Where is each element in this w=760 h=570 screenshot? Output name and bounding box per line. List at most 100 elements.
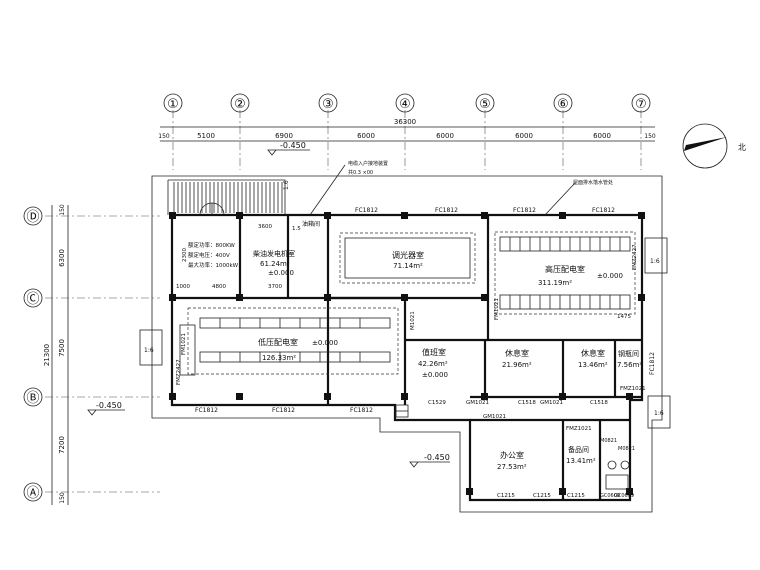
dim-end: 150 [644, 133, 656, 140]
vertical-grid-lines [172, 110, 642, 170]
window-small-4: C1215 [497, 493, 515, 499]
door-fmz-right: FMZ2427 [632, 244, 638, 270]
door-6: M1021 [410, 311, 416, 330]
axis-B: Ⓑ [26, 391, 39, 406]
room-generator-area: 61.24m² [260, 260, 290, 268]
window-bottom-1: FC1812 [195, 407, 218, 414]
window-small-3: C1518 [590, 400, 608, 406]
elevation-markers: -0.450 -0.450 -0.450 [87, 141, 450, 468]
annotations: 电缆入户接地装置 共0.3 ×00 屋面排水落水管处 [309, 160, 613, 216]
window-top-3: FC1812 [513, 207, 536, 214]
room-spare-name: 备品间 [568, 445, 589, 454]
room-tool-area: 7.56m² [617, 361, 642, 369]
elevation-left: -0.450 [96, 401, 122, 410]
ramp-label-1: 1:6 [144, 347, 154, 354]
room-hv-level: ±0.000 [597, 272, 623, 280]
axis-4: ④ [399, 97, 411, 112]
annotation-3: 屋面排水落水管处 [573, 179, 613, 186]
generator-spec-3: 最大功率：1000kW [188, 261, 239, 269]
window-small-6: C1215 [567, 493, 585, 499]
room-rest2-area: 13.46m² [578, 361, 608, 369]
dim-left-1: 150 [59, 204, 66, 216]
axis-1: ① [167, 97, 179, 112]
door-5: FMZ1021 [620, 386, 646, 392]
dim-span-2: 6900 [275, 132, 293, 140]
dim-left-5: 150 [59, 492, 66, 504]
ramp-label-2: 1:6 [650, 258, 660, 265]
dim-left-3: 7500 [58, 339, 66, 357]
window-small-2: C1518 [518, 400, 536, 406]
structural-columns [169, 212, 645, 495]
room-rest2-name: 休息室 [581, 348, 605, 358]
hv-cabinets [494, 231, 636, 315]
door-labels: GM1021 GM1021 GM1021 FMZ1021 FMZ1021 M10… [176, 244, 646, 452]
dim-span-5: 6000 [515, 132, 533, 140]
dim-misc-4: 4800 [212, 284, 226, 290]
elevation-top: -0.450 [280, 141, 306, 150]
room-lv-level: ±0.000 [312, 339, 338, 347]
door-2: GM1021 [540, 400, 563, 406]
window-labels: FC1812 FC1812 FC1812 FC1812 FC1812 FC181… [195, 207, 656, 499]
north-compass: 北 [682, 123, 746, 169]
generator-spec-1: 额定功率：800KW [188, 241, 235, 249]
door-8: FM1021 [181, 333, 187, 355]
building-walls [167, 179, 644, 502]
capacitor-equipment [344, 237, 471, 279]
room-capacitor-area: 71.14m² [393, 262, 423, 270]
axis-A: Ⓐ [26, 486, 39, 501]
room-lv-name: 低压配电室 [258, 337, 298, 347]
dim-span-1: 5100 [197, 132, 215, 140]
window-top-2: FC1812 [435, 207, 458, 214]
room-generator-name: 柴油发电机室 [253, 249, 295, 258]
dim-misc-7: 1475 [617, 314, 631, 320]
window-top-4: FC1812 [592, 207, 615, 214]
window-right: FC1812 [649, 352, 656, 375]
generator-spec-2: 额定电压：400V [188, 251, 230, 259]
dim-span-6: 6000 [593, 132, 611, 140]
annotation-1: 电缆入户接地装置 [348, 160, 388, 167]
compass-label: 北 [738, 143, 746, 152]
room-rest1-name: 休息室 [505, 348, 529, 358]
window-small-5: C1215 [533, 493, 551, 499]
left-dimensions: 21300 150 6300 7500 7200 150 [43, 204, 69, 505]
room-labels: 调光器室 71.14m² 高压配电室 311.19m² ±0.000 柴油发电机… [188, 220, 642, 471]
dim-total: 36300 [394, 118, 416, 126]
axis-D: Ⓓ [26, 210, 39, 225]
dim-misc-3: 3700 [268, 284, 282, 290]
door-1: GM1021 [466, 400, 489, 406]
toilet-fixtures [605, 460, 630, 490]
lv-cabinets [179, 307, 399, 376]
door-fmz-left: FMZ2427 [176, 359, 182, 385]
ramp-label-3: 1:6 [654, 410, 664, 417]
top-axis-bubbles: ① ② ③ ④ ⑤ ⑥ ⑦ [163, 93, 651, 113]
window-bottom-2: FC1812 [272, 407, 295, 414]
room-lv-area: 126.33m² [262, 354, 296, 362]
room-hv-area: 311.19m² [538, 279, 572, 287]
door-9: M0821 [600, 438, 617, 444]
dim-left-total: 21300 [43, 344, 51, 366]
top-dimensions: 36300 150 5100 6900 6000 6000 6000 6000 … [158, 118, 656, 142]
dim-span-4: 6000 [436, 132, 454, 140]
door-3: GM1021 [483, 414, 506, 420]
room-spare-area: 13.41m² [566, 457, 596, 465]
axis-C: Ⓒ [26, 292, 39, 307]
window-small-7: GC0609 [600, 493, 620, 499]
room-duty-name: 值班室 [422, 347, 446, 357]
axis-5: ⑤ [479, 97, 491, 112]
building-apron [151, 175, 663, 513]
window-small-1: C1529 [428, 400, 446, 406]
dim-misc-2: 3600 [258, 224, 272, 230]
dim-misc-1: 1.5 [292, 226, 301, 232]
window-small-8: GC0609 [614, 493, 634, 499]
room-tool-name: 钢瓶间 [618, 349, 639, 358]
ramps: 1:6 1:6 1:6 1:6 [139, 180, 671, 429]
dim-misc-5: 1000 [176, 284, 190, 290]
room-office-name: 办公室 [500, 450, 524, 460]
dim-start: 150 [158, 133, 170, 140]
dim-misc-6: 2300 [182, 248, 188, 262]
canopy-hatch [173, 182, 283, 216]
misc-dimension-labels: 1.5 3600 3700 4800 1000 2300 1475 [176, 224, 631, 320]
room-capacitor-name: 调光器室 [392, 250, 424, 260]
dim-left-2: 6300 [58, 249, 66, 267]
elevation-bottom: -0.450 [424, 453, 450, 462]
